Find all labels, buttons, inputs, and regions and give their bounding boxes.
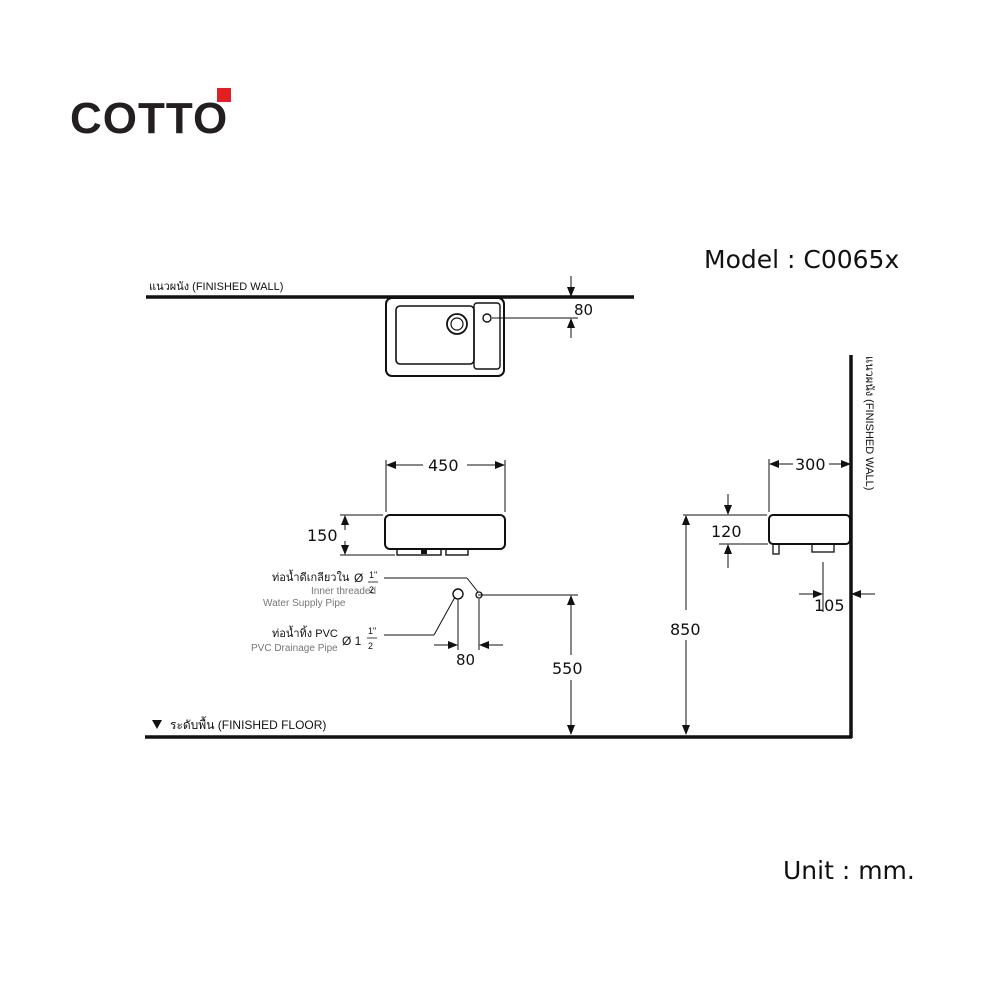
basin-side-tap bbox=[772, 543, 780, 555]
dim-width: 450 bbox=[428, 456, 459, 475]
svg-text:2: 2 bbox=[369, 585, 374, 595]
dim-top-offset: 80 bbox=[574, 301, 593, 319]
water-supply-en-label-1: Inner threaded bbox=[311, 586, 376, 597]
water-supply-size: Ø 1" 2 bbox=[354, 570, 378, 595]
svg-text:Ø: Ø bbox=[354, 571, 363, 585]
dim-depth: 300 bbox=[795, 455, 826, 474]
svg-text:1": 1" bbox=[369, 570, 377, 580]
drain-thai-label: ท่อน้ำทิ้ง PVC bbox=[272, 625, 338, 640]
svg-text:Ø 1: Ø 1 bbox=[342, 634, 362, 648]
dim-pipe-height: 550 bbox=[552, 659, 583, 678]
drain-hole-plan bbox=[446, 313, 468, 335]
drain-pipe-circle bbox=[452, 588, 464, 600]
finished-wall-top-label: แนวผนัง (FINISHED WALL) bbox=[149, 281, 283, 293]
drain-size: Ø 1 1" 2 bbox=[342, 626, 377, 651]
dim-drain-offset: 105 bbox=[814, 596, 845, 615]
dim-height: 150 bbox=[307, 526, 338, 545]
brand-name: COTTO bbox=[70, 94, 228, 143]
dim-install-height: 850 bbox=[670, 620, 701, 639]
floor-marker-icon bbox=[152, 720, 162, 729]
front-view: 450 150 ท่อน้ำดีเกลียวใน Inner threaded … bbox=[251, 456, 583, 735]
dim-side-height: 120 bbox=[711, 522, 742, 541]
svg-text:1": 1" bbox=[368, 626, 376, 636]
basin-plan-outer bbox=[385, 297, 505, 377]
cotto-logo: COTTO bbox=[70, 88, 231, 143]
dim-pipe-spacing: 80 bbox=[456, 651, 475, 669]
basin-side-body bbox=[768, 514, 851, 545]
water-supply-thai-label: ท่อน้ำดีเกลียวใน bbox=[272, 569, 350, 584]
drain-en-label: PVC Drainage Pipe bbox=[251, 643, 338, 654]
plan-view: แนวผนัง (FINISHED WALL) 80 bbox=[146, 276, 634, 377]
basin-side-waste bbox=[811, 543, 835, 553]
svg-text:2: 2 bbox=[368, 641, 373, 651]
finished-floor: ระดับพื้น (FINISHED FLOOR) bbox=[145, 716, 852, 739]
model-label: Model : C0065x bbox=[704, 245, 899, 274]
side-view: แนวผนัง (FINISHED WALL) 300 120 850 105 bbox=[670, 355, 875, 738]
water-supply-en-label-2: Water Supply Pipe bbox=[263, 598, 346, 609]
finished-floor-label: ระดับพื้น (FINISHED FLOOR) bbox=[170, 716, 326, 732]
basin-front-body bbox=[384, 514, 506, 550]
unit-label: Unit : mm. bbox=[783, 856, 915, 885]
basin-plan-deck bbox=[473, 302, 501, 370]
finished-wall-side-label: แนวผนัง (FINISHED WALL) bbox=[863, 356, 875, 490]
basin-front-waste bbox=[396, 548, 442, 556]
brand-accent-square bbox=[217, 88, 231, 102]
tap-hole-plan bbox=[482, 313, 492, 323]
